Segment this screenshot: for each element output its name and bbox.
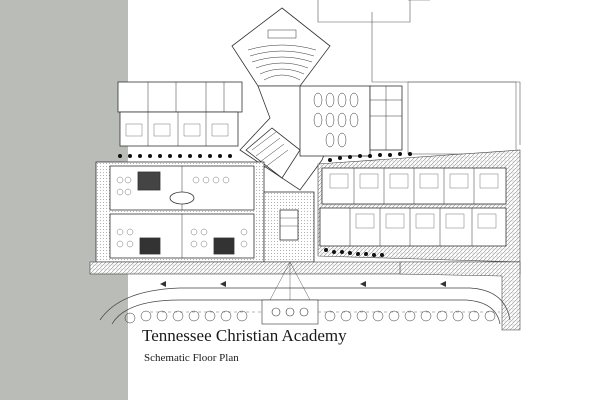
- parking-area: [407, 81, 517, 155]
- page-subtitle: Schematic Floor Plan: [144, 352, 239, 364]
- admin-classroom-desks: [125, 123, 229, 137]
- left-block-desks: [116, 176, 248, 248]
- auditorium-wing: [231, 7, 331, 87]
- driveway-trees: [124, 310, 496, 324]
- right-classroom-upper: [321, 167, 507, 205]
- right-lower-desks: [355, 213, 497, 229]
- left-classroom-block: [95, 161, 265, 263]
- perimeter-walk: [89, 261, 521, 331]
- tree-row-lower-right: [324, 152, 412, 257]
- tree-row-upper-left: [118, 154, 232, 158]
- right-upper-desks: [329, 173, 499, 189]
- bus-loop-driveway: [99, 287, 511, 325]
- entrance-plaza: [261, 261, 319, 325]
- central-lobby: [263, 191, 315, 263]
- page-title: Tennessee Christian Academy: [142, 326, 347, 345]
- traffic-arrows: [160, 281, 446, 287]
- admin-wing: [117, 81, 243, 147]
- dining-hall: [299, 85, 403, 157]
- right-classroom-lower: [319, 207, 507, 247]
